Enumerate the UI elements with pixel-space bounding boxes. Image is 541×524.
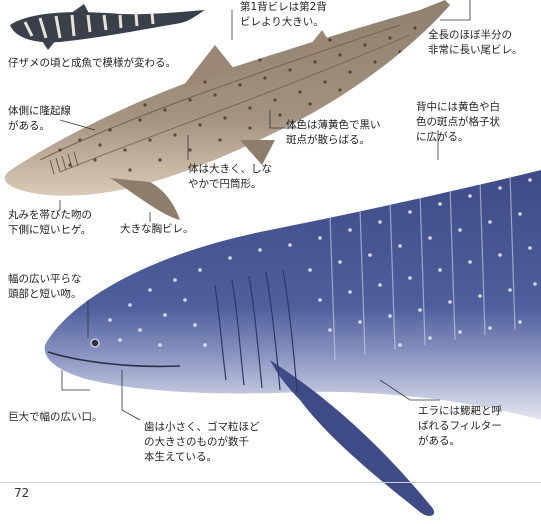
caption-side-ridge: 体側に隆起線 がある。 xyxy=(8,104,71,134)
caption-whale-teeth: 歯は小さく、ゴマ粒ほど の大きさのものが数千 本生えている。 xyxy=(144,420,260,465)
caption-caudal-fin: 全長のほぼ半分の 非常に長い尾ビレ。 xyxy=(428,28,523,58)
caption-juvenile-pattern: 仔ザメの頃と成魚で模様が変わる。 xyxy=(8,56,176,71)
caption-first-dorsal: 第1背ビレは第2背 ビレより大きい。 xyxy=(240,0,327,30)
caption-whale-gills: エラには鰓耙と呼 ばれるフィルター がある。 xyxy=(418,404,502,449)
caption-whale-mouth: 巨大で幅の広い口。 xyxy=(8,410,103,425)
caption-body-shape: 体は大きく、しな やかで円筒形。 xyxy=(188,162,272,192)
caption-whale-head: 幅の広い平らな 頭部と短い吻。 xyxy=(8,272,82,302)
page-footer-rule xyxy=(0,482,541,483)
caption-body-color: 体色は薄黄色で黒い 斑点が散らばる。 xyxy=(286,118,381,148)
caption-pectoral: 大きな胸ビレ。 xyxy=(120,222,194,237)
page-number: 72 xyxy=(14,486,29,500)
caption-snout: 丸みを帯びた吻の 下側に短いヒゲ。 xyxy=(8,208,92,238)
caption-whale-back: 背中には黄色や白 色の斑点が格子状 に広がる。 xyxy=(416,100,500,145)
juvenile-shark xyxy=(10,4,205,50)
